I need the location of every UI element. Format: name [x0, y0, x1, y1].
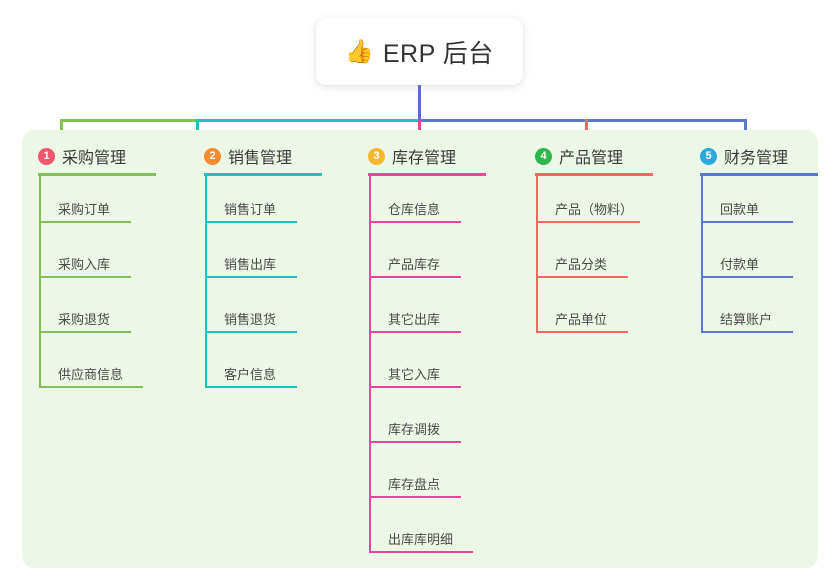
branch-leaf-item[interactable]: 其它出库: [369, 303, 461, 333]
branch-spine: [536, 176, 538, 333]
branch-leaf-label: 其它出库: [388, 312, 441, 327]
branch-leaf-label: 产品库存: [388, 257, 441, 272]
branch-leaf-item[interactable]: 仓库信息: [369, 193, 461, 223]
branch-header-rule: [38, 173, 156, 176]
branch-leaf-item[interactable]: 产品分类: [536, 248, 628, 278]
root-node-card[interactable]: 👍 ERP 后台: [316, 18, 523, 85]
branch-leaf-rule: [536, 331, 628, 333]
branch-leaf-item[interactable]: 出库库明细: [369, 523, 473, 553]
branch-leaf-label: 采购订单: [58, 202, 111, 217]
branch-leaf-rule: [39, 386, 143, 388]
branch-leaf-label: 付款单: [720, 257, 760, 272]
connector-horizontal-segment-3: [418, 119, 746, 122]
branch-leaf-rule: [369, 331, 461, 333]
branch-spine: [39, 176, 41, 388]
branch-leaf-label: 回款单: [720, 202, 760, 217]
branch-number-badge: 2: [204, 147, 221, 165]
branch-header-4[interactable]: 4 产品管理: [535, 144, 623, 168]
branch-leaf-rule: [369, 386, 461, 388]
branch-header-rule: [700, 173, 818, 176]
branch-leaf-label: 产品单位: [555, 312, 608, 327]
thumbs-up-icon: 👍: [345, 38, 374, 64]
branch-number-badge: 3: [368, 147, 385, 165]
branch-leaf-label: 供应商信息: [58, 367, 124, 382]
branch-number-badge: 5: [700, 147, 717, 165]
branch-header-3[interactable]: 3 库存管理: [368, 144, 456, 168]
branch-panel: 1 采购管理采购订单采购入库采购退货供应商信息 2 销售管理销售订单销售出库销售退货客…: [22, 130, 818, 568]
branch-number-badge: 1: [38, 147, 55, 165]
branch-leaf-item[interactable]: 采购入库: [39, 248, 131, 278]
branch-leaf-label: 采购入库: [58, 257, 111, 272]
branch-leaf-item[interactable]: 产品单位: [536, 303, 628, 333]
branch-leaf-item[interactable]: 库存调拨: [369, 413, 461, 443]
root-node-title: ERP 后台: [382, 39, 494, 68]
branch-header-5[interactable]: 5 财务管理: [700, 144, 788, 168]
branch-spine: [701, 176, 703, 333]
branch-leaf-rule: [369, 441, 461, 443]
branch-leaf-item[interactable]: 产品（物料）: [536, 193, 640, 223]
branch-leaf-item[interactable]: 销售退货: [205, 303, 297, 333]
branch-leaf-item[interactable]: 回款单: [701, 193, 793, 223]
branch-leaf-rule: [536, 276, 628, 278]
connector-root-vertical: [418, 85, 421, 121]
branch-leaf-label: 销售订单: [224, 202, 277, 217]
branch-leaf-item[interactable]: 采购退货: [39, 303, 131, 333]
branch-leaf-item[interactable]: 付款单: [701, 248, 793, 278]
root-node-content: 👍 ERP 后台: [345, 34, 494, 70]
branch-leaf-label: 客户信息: [224, 367, 277, 382]
branch-leaf-rule: [205, 221, 297, 223]
branch-title: 产品管理: [559, 150, 624, 167]
branch-leaf-rule: [39, 276, 131, 278]
branch-leaf-rule: [701, 331, 793, 333]
branch-title: 销售管理: [228, 150, 293, 167]
branch-leaf-item[interactable]: 供应商信息: [39, 358, 143, 388]
branch-leaf-label: 出库库明细: [388, 532, 454, 547]
branch-leaf-rule: [369, 496, 461, 498]
branch-spine: [369, 176, 371, 553]
branch-leaf-item[interactable]: 产品库存: [369, 248, 461, 278]
branch-leaf-label: 结算账户: [720, 312, 773, 327]
branch-header-rule: [368, 173, 486, 176]
branch-title: 采购管理: [62, 150, 127, 167]
branch-leaf-rule: [701, 221, 793, 223]
branch-leaf-rule: [39, 331, 131, 333]
branch-header-rule: [535, 173, 653, 176]
branch-leaf-rule: [205, 276, 297, 278]
branch-leaf-item[interactable]: 销售订单: [205, 193, 297, 223]
branch-leaf-rule: [369, 276, 461, 278]
branch-title: 财务管理: [724, 150, 789, 167]
branch-leaf-label: 其它入库: [388, 367, 441, 382]
branch-leaf-label: 仓库信息: [388, 202, 441, 217]
branch-leaf-item[interactable]: 客户信息: [205, 358, 297, 388]
branch-leaf-rule: [39, 221, 131, 223]
branch-header-rule: [204, 173, 322, 176]
branch-leaf-label: 库存盘点: [388, 477, 441, 492]
branch-leaf-item[interactable]: 库存盘点: [369, 468, 461, 498]
branch-title: 库存管理: [392, 150, 457, 167]
branch-leaf-label: 采购退货: [58, 312, 111, 327]
branch-leaf-rule: [369, 551, 473, 553]
branch-leaf-item[interactable]: 其它入库: [369, 358, 461, 388]
branch-header-2[interactable]: 2 销售管理: [204, 144, 292, 168]
branch-leaf-label: 产品分类: [555, 257, 608, 272]
branch-leaf-label: 销售退货: [224, 312, 277, 327]
branch-leaf-rule: [701, 276, 793, 278]
branch-leaf-label: 产品（物料）: [555, 202, 634, 217]
branch-leaf-item[interactable]: 结算账户: [701, 303, 793, 333]
branch-leaf-label: 库存调拨: [388, 422, 441, 437]
connector-horizontal-segment-2: [196, 119, 420, 122]
branch-leaf-rule: [205, 331, 297, 333]
branch-header-1[interactable]: 1 采购管理: [38, 144, 126, 168]
branch-leaf-rule: [536, 221, 640, 223]
branch-leaf-item[interactable]: 采购订单: [39, 193, 131, 223]
branch-spine: [205, 176, 207, 388]
branch-leaf-rule: [369, 221, 461, 223]
branch-leaf-rule: [205, 386, 297, 388]
connector-horizontal-segment-1: [60, 119, 198, 122]
branch-number-badge: 4: [535, 147, 552, 165]
branch-leaf-item[interactable]: 销售出库: [205, 248, 297, 278]
branch-leaf-label: 销售出库: [224, 257, 277, 272]
